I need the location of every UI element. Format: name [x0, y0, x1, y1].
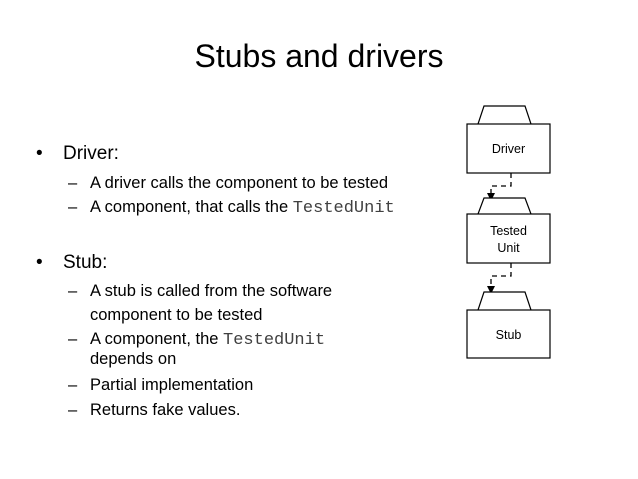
stub-item-4: –Returns fake values.	[68, 401, 241, 419]
tested-unit-label-line1: Tested	[490, 224, 527, 238]
stub-item-3: –Partial implementation	[68, 376, 254, 394]
stub-item-1: –A stub is called from the software	[68, 282, 333, 300]
dependency-arrow-driver-to-tested	[487, 173, 512, 201]
driver-package-label: Driver	[492, 142, 525, 156]
stub-item-1-continuation: component to be tested	[90, 306, 263, 324]
tested-unit-package: Tested Unit	[466, 197, 551, 264]
driver-item-1: –A driver calls the component to be test…	[68, 174, 389, 192]
stub-package: Stub	[466, 291, 551, 359]
bullet-dot: •	[36, 252, 43, 273]
code-tested-unit: TestedUnit	[292, 199, 395, 218]
bullet-driver: • Driver:	[36, 143, 119, 165]
slide-title: Stubs and drivers	[194, 38, 444, 74]
stub-package-label: Stub	[496, 328, 522, 342]
dependency-arrow-tested-to-stub	[487, 263, 512, 294]
tested-unit-label-line2: Unit	[497, 241, 520, 255]
bullet-dot: •	[36, 143, 43, 164]
bullet-stub: • Stub:	[36, 252, 107, 274]
driver-item-2: –A component, that calls the TestedUnit	[68, 198, 395, 218]
stub-item-2-continuation: depends on	[90, 350, 177, 368]
stub-item-2: –A component, the TestedUnit	[68, 330, 326, 350]
driver-package: Driver	[466, 105, 551, 174]
bullet-driver-label: Driver:	[63, 143, 119, 164]
bullet-stub-label: Stub:	[63, 252, 108, 273]
code-tested-unit: TestedUnit	[223, 331, 326, 350]
